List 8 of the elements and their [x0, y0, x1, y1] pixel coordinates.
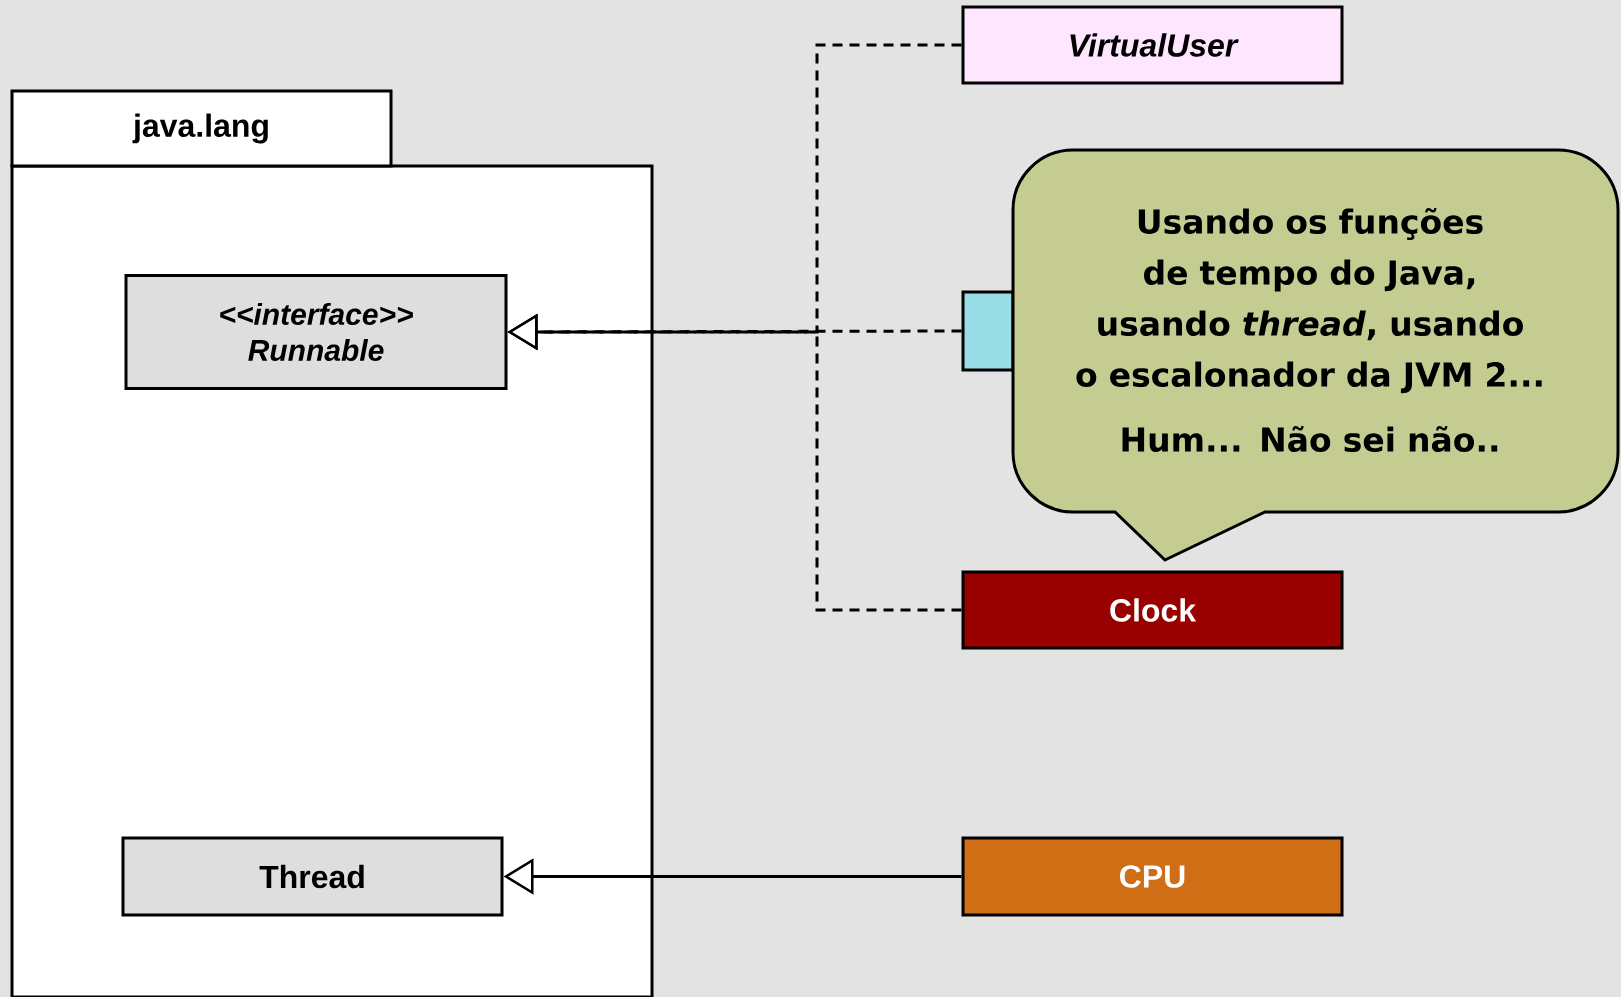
class-box: CPU — [961, 836, 1344, 917]
speech-bubble: Usando os funções de tempo do Java, usando thread, usando o escalonador da JVM 2... Hum... Não sei não.. — [1011, 148, 1620, 562]
small-box — [961, 290, 1015, 372]
class-box: <<interface>> Runnable — [124, 274, 508, 390]
class-box: VirtualUser — [961, 5, 1344, 85]
node-label: java.lang — [132, 113, 268, 144]
class-box: Thread — [121, 836, 504, 917]
class-box: Clock — [961, 570, 1344, 650]
